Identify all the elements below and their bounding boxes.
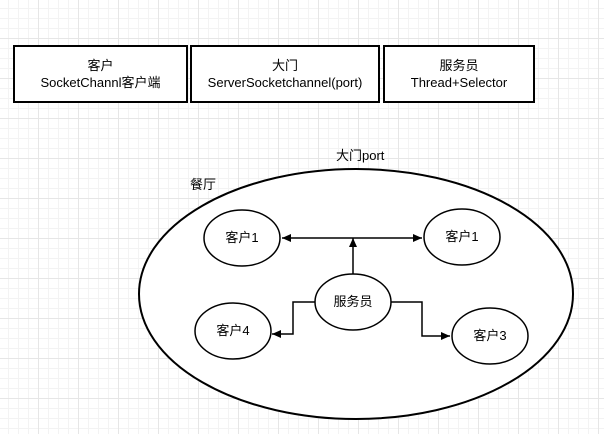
legend-door-title: 大门 [271,58,298,73]
legend-customer-subtitle: SocketChannl客户端 [40,75,161,90]
customer-node-top-left-label: 客户1 [225,230,258,245]
legend-waiter-title: 服务员 [439,58,479,73]
waiter-node-label: 服务员 [333,294,372,309]
waiter-to-customer-3-arrow [391,301,450,340]
legend-door-subtitle: ServerSocketchannel(port) [207,75,363,90]
customer-node-top-right-label: 客户1 [445,229,478,244]
door-port-label: 大门port [336,148,385,163]
legend-waiter-subtitle: Thread+Selector [410,75,508,90]
customer-node-top-right [423,208,501,266]
legend-waiter-box: 服务员 Thread+Selector [383,45,535,103]
waiter-to-customer-4-arrow [272,301,315,338]
customer-node-bottom-left-label: 客户4 [216,323,249,338]
legend-door-box: 大门 ServerSocketchannel(port) [190,45,380,103]
customer-node-bottom-right-label: 客户3 [473,328,506,343]
customer-node-bottom-left [194,302,272,360]
legend-customer-title: 客户 [87,58,114,73]
restaurant-label: 餐厅 [190,177,217,192]
customer-node-top-left [203,209,281,267]
legend-customer-box: 客户 SocketChannl客户端 [13,45,188,103]
customer-node-bottom-right [451,307,529,365]
